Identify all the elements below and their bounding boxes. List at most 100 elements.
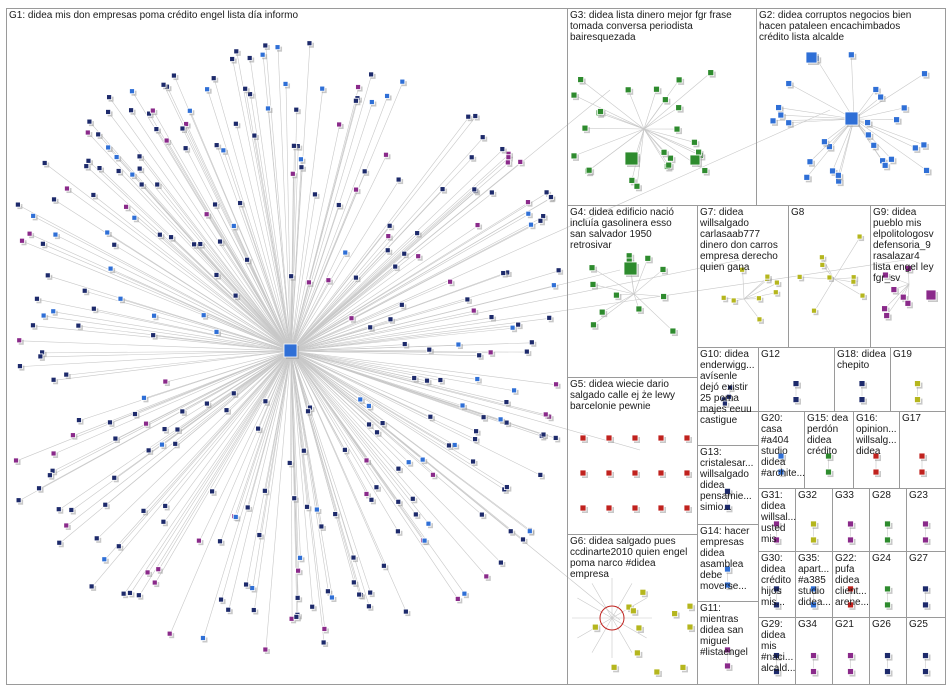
g1-node[interactable] (256, 532, 263, 538)
small-group-node[interactable] (914, 380, 921, 388)
cluster-node[interactable] (659, 266, 667, 273)
g1-node[interactable] (182, 145, 189, 152)
g1-node[interactable] (93, 535, 100, 542)
g1-node[interactable] (218, 596, 224, 603)
g5-node[interactable] (605, 434, 613, 442)
cluster-node[interactable] (613, 291, 620, 299)
g1-node[interactable] (321, 626, 328, 632)
g1-node[interactable] (159, 441, 165, 448)
cluster-node[interactable] (829, 167, 836, 175)
g1-node[interactable] (478, 511, 485, 518)
small-group-node[interactable] (918, 468, 926, 476)
g1-node[interactable] (163, 137, 170, 144)
g1-node[interactable] (196, 537, 202, 544)
g1-node[interactable] (179, 125, 186, 132)
g1-node[interactable] (129, 171, 136, 178)
small-group-node[interactable] (884, 601, 891, 609)
g1-node[interactable] (548, 194, 554, 200)
g1-node[interactable] (143, 420, 149, 427)
cluster-node[interactable] (847, 51, 855, 59)
cluster-node[interactable] (772, 289, 779, 296)
g1-node[interactable] (262, 398, 269, 405)
g1-node[interactable] (306, 40, 313, 47)
cluster-node[interactable] (588, 264, 596, 272)
g1-node[interactable] (265, 105, 271, 112)
g1-node[interactable] (56, 539, 63, 546)
cluster-node[interactable] (597, 108, 604, 115)
cluster-node[interactable] (639, 588, 647, 596)
g2-node-large[interactable] (805, 51, 818, 64)
g1-node[interactable] (437, 377, 444, 383)
g1-node[interactable] (286, 460, 293, 466)
cluster-node[interactable] (756, 295, 762, 302)
small-group-node[interactable] (872, 468, 880, 476)
g1-node[interactable] (155, 566, 162, 573)
g1-node[interactable] (291, 495, 298, 502)
cluster-node[interactable] (629, 607, 637, 615)
g1-node[interactable] (246, 55, 253, 61)
cluster-node[interactable] (679, 663, 687, 671)
g1-node[interactable] (309, 603, 316, 610)
g1-node[interactable] (454, 596, 461, 602)
g1-node[interactable] (191, 241, 197, 248)
cluster-node[interactable] (890, 286, 898, 293)
g1-node[interactable] (401, 250, 408, 257)
g1-node[interactable] (543, 189, 550, 196)
small-group-node[interactable] (825, 468, 832, 476)
g1-node[interactable] (63, 522, 70, 529)
g1-node[interactable] (288, 273, 295, 280)
cluster-node[interactable] (665, 161, 673, 169)
cluster-node[interactable] (675, 76, 683, 84)
g1-node[interactable] (374, 429, 380, 436)
g1-node[interactable] (44, 272, 51, 279)
g1-node[interactable] (366, 603, 372, 610)
g1-node[interactable] (503, 399, 510, 405)
g1-node[interactable] (476, 352, 483, 359)
cluster-node[interactable] (590, 321, 597, 329)
g1-node[interactable] (350, 554, 357, 561)
cluster-node[interactable] (870, 141, 878, 149)
g1-node[interactable] (111, 474, 118, 481)
g1-node[interactable] (509, 324, 516, 331)
cluster-node[interactable] (673, 125, 681, 133)
cluster-node[interactable] (644, 254, 652, 262)
g1-node[interactable] (128, 107, 134, 114)
small-group-node[interactable] (914, 396, 921, 404)
cluster-node[interactable] (775, 104, 783, 111)
g1-node[interactable] (151, 579, 158, 586)
g1-hub-node[interactable] (283, 343, 298, 358)
small-group-node[interactable] (847, 652, 854, 659)
g1-node[interactable] (325, 277, 332, 284)
small-group-node[interactable] (922, 520, 929, 528)
g1-node[interactable] (356, 591, 363, 598)
g1-node[interactable] (412, 511, 419, 518)
g1-node[interactable] (332, 511, 339, 517)
g1-node[interactable] (353, 186, 359, 193)
g1-node[interactable] (156, 231, 163, 238)
g1-node[interactable] (335, 202, 342, 208)
g1-node[interactable] (414, 230, 421, 237)
cluster-node[interactable] (796, 273, 803, 280)
g1-node[interactable] (293, 106, 300, 113)
small-group-node[interactable] (922, 585, 929, 593)
g1-node[interactable] (90, 305, 97, 312)
g1-node[interactable] (225, 606, 232, 613)
cluster-node[interactable] (883, 312, 891, 319)
small-group-node[interactable] (922, 668, 929, 675)
g1-node[interactable] (365, 403, 372, 409)
g1-node[interactable] (213, 142, 220, 149)
g1-node[interactable] (55, 506, 62, 513)
g1-node[interactable] (294, 594, 301, 601)
g5-node[interactable] (683, 504, 691, 512)
cluster-node[interactable] (764, 273, 771, 280)
g1-node[interactable] (200, 635, 206, 641)
g1-node[interactable] (471, 186, 478, 193)
cluster-node[interactable] (686, 602, 694, 610)
g1-node[interactable] (115, 168, 122, 174)
cluster-node[interactable] (726, 393, 732, 400)
cluster-node[interactable] (834, 171, 842, 179)
g1-node[interactable] (154, 181, 161, 188)
g1-node[interactable] (40, 240, 46, 247)
small-group-node[interactable] (773, 601, 780, 609)
g1-node[interactable] (312, 191, 318, 198)
